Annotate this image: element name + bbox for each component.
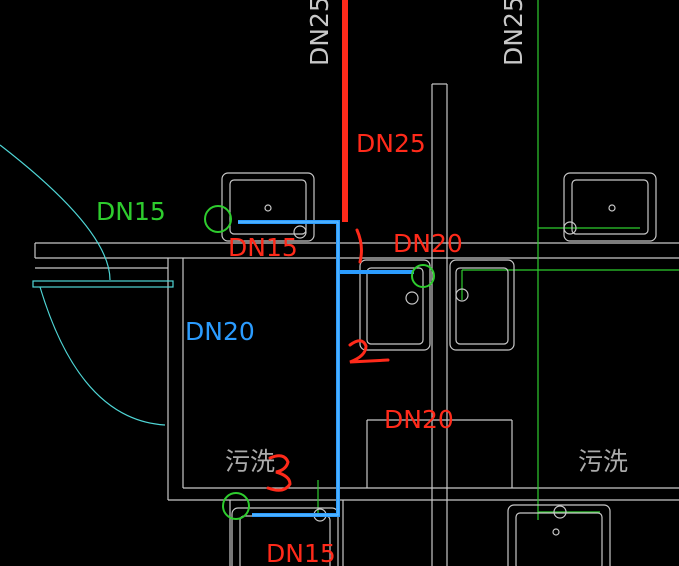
hand-mark-3 [266,454,292,492]
label-dn20-top: DN20 [393,229,463,258]
room-label-right: 污洗 [578,447,628,476]
label-dn15-bottom: DN15 [266,539,336,566]
hand-mark-1 [355,228,363,264]
label-dn15-green: DN15 [96,197,166,226]
room-label-left: 污洗 [225,447,275,476]
fixture-circle-top-left [204,205,232,233]
walls [34,83,679,566]
sink-middle-left [359,259,431,351]
sink-top-right [563,172,657,242]
label-dn15-top: DN15 [228,233,298,262]
door [0,144,174,426]
label-dn20-blue: DN20 [185,317,255,346]
fixture-circle-middle [411,264,435,288]
sink-top-left [221,172,315,242]
label-dn20-bottom: DN20 [384,405,454,434]
label-dn25: DN25 [356,129,426,158]
label-dn25-vertical-right: DN25 [499,0,528,66]
sink-middle-right [449,259,515,351]
hand-mark-2 [348,339,390,364]
fixture-circle-bottom-left [222,492,250,520]
blue-pipe-inner [238,221,339,516]
sink-bottom-right [507,504,611,566]
label-dn25-vertical-left: DN25 [305,0,334,66]
